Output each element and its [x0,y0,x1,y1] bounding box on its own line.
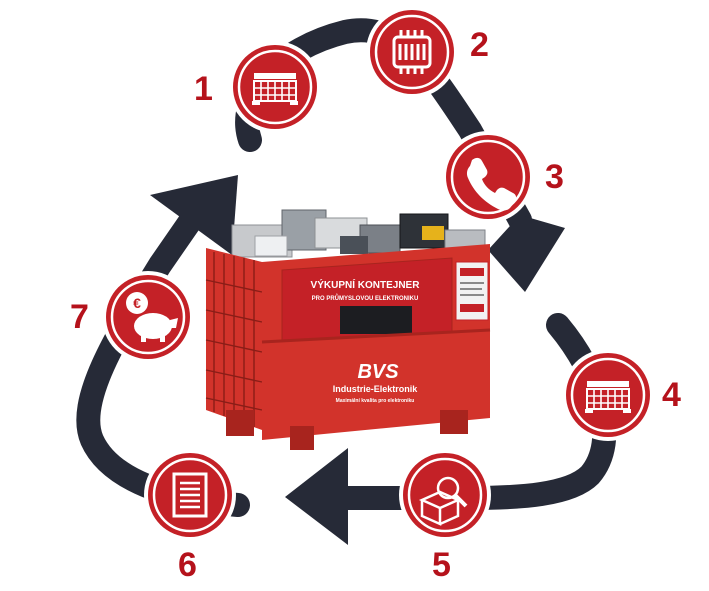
container-tagline: Maximální kvalita pro elektroniku [336,398,415,404]
phone-icon [466,157,517,211]
step-4-circle [562,349,654,441]
step-6-number: 6 [178,546,197,584]
chip-icon [392,30,432,74]
step-2-circle [366,6,458,98]
step-7-circle: € [102,271,194,363]
step-1-circle [229,41,321,133]
step-6-circle [144,449,236,541]
step-4-number: 4 [662,376,681,414]
step-1-number: 1 [194,70,213,108]
inspection-icon [418,476,468,526]
container-front-lower [262,330,490,440]
electronics-pile [231,209,486,258]
container-title: VÝKUPNÍ KONTEJNER [311,278,421,291]
buyback-container: VÝKUPNÍ KONTEJNER PRO PRŮMYSLOVOU ELEKTR… [205,209,491,450]
piggy-bank-icon: € [126,292,178,342]
step-7-number: 7 [70,298,89,336]
container-brand: Industrie-Elektronik [333,384,419,394]
document-icon [172,472,208,518]
step-3-number: 3 [545,158,564,196]
container-icon [252,73,298,105]
step-3-circle [442,131,534,223]
container-icon [585,381,631,413]
container-foot-mid [290,426,314,450]
arrow-head-left [150,175,238,255]
container-logo: BVS [357,361,399,383]
container-slot [340,306,412,334]
container-subtitle: PRO PRŮMYSLOVOU ELEKTRONIKU [312,294,419,302]
step-2-number: 2 [470,26,489,64]
container-foot-right [440,410,468,434]
step-5-number: 5 [432,546,451,584]
arrow-head-top [488,215,565,292]
euro-symbol: € [133,295,141,311]
step-5-circle [399,449,491,541]
arrow-head-bottom [285,448,348,545]
container-foot-left [226,410,254,436]
